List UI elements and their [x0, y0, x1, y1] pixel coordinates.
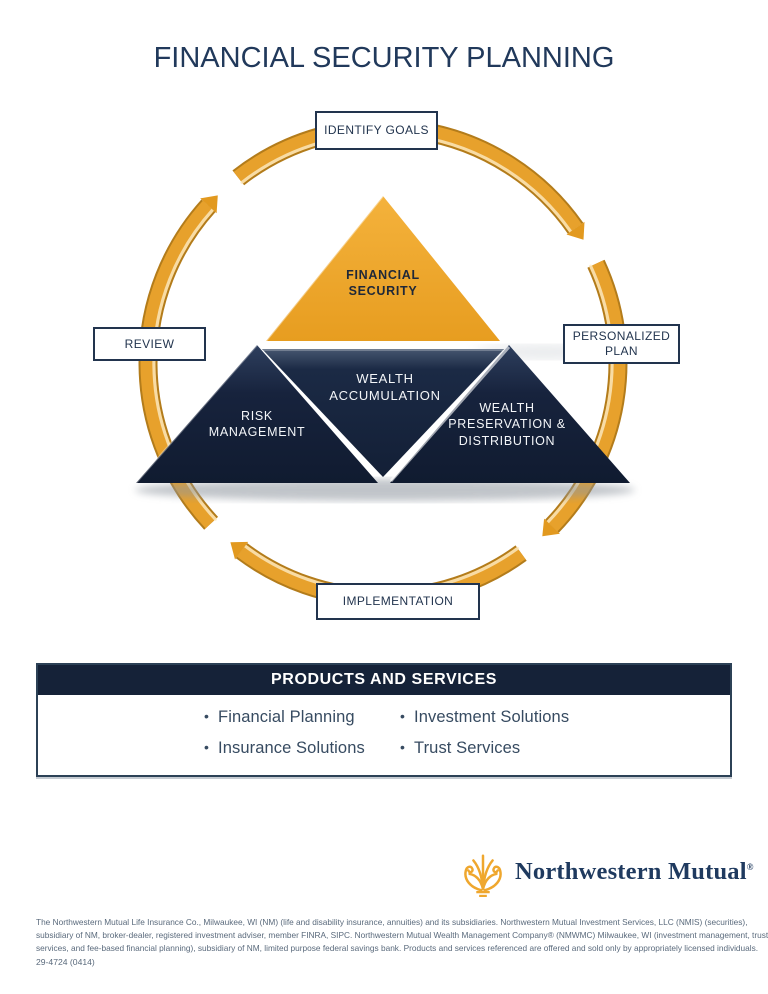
pyramid [135, 195, 630, 484]
disclaimer-line-3: services, and fee-based financial planni… [36, 943, 759, 953]
northwestern-mutual-logo: Northwestern Mutual® [460, 845, 754, 899]
products-and-services-panel: PRODUCTS AND SERVICES Financial Planning… [36, 663, 732, 777]
product-item-trust-services: Trust Services [400, 739, 520, 758]
stage-review: REVIEW [93, 327, 206, 361]
form-number: 29-4724 (0414) [36, 957, 95, 967]
pyramid-shadow [135, 479, 635, 501]
pyramid-top-gold [266, 196, 500, 341]
page-title: FINANCIAL SECURITY PLANNING [153, 42, 615, 74]
cycle-arrowhead [200, 195, 585, 560]
products-and-services-header: PRODUCTS AND SERVICES [38, 665, 730, 695]
product-item-financial-planning: Financial Planning [204, 708, 355, 727]
brand-name: Northwestern Mutual [515, 858, 747, 885]
legal-disclaimer: The Northwestern Mutual Life Insurance C… [36, 916, 768, 955]
pyramid-label-financial-security: FINANCIAL SECURITY [346, 268, 420, 299]
stage-personalized-plan: PERSONALIZED PLAN [563, 324, 680, 364]
stage-implementation: IMPLEMENTATION [316, 583, 480, 620]
pyramid-label-wealth-accumulation: WEALTH ACCUMULATION [329, 371, 441, 403]
pyramid-bottom-right [390, 345, 630, 483]
pyramid-bottom-left [136, 345, 378, 483]
stage-identify-goals: IDENTIFY GOALS [315, 111, 438, 150]
product-item-insurance-solutions: Insurance Solutions [204, 739, 365, 758]
pyramid-label-risk-management: RISK MANAGEMENT [208, 409, 306, 440]
disclaimer-line-2: subsidiary of NM, broker-dealer, registe… [36, 930, 768, 940]
column-capital-icon [464, 854, 502, 897]
pyramid-middle-inverted [262, 349, 504, 477]
product-item-investment-solutions: Investment Solutions [400, 708, 569, 727]
disclaimer-line-1: The Northwestern Mutual Life Insurance C… [36, 917, 748, 927]
brand-wordmark: Northwestern Mutual® [515, 858, 754, 886]
registered-mark: ® [746, 861, 754, 872]
pyramid-label-wealth-preservation: WEALTH PRESERVATION & DISTRIBUTION [448, 401, 566, 448]
